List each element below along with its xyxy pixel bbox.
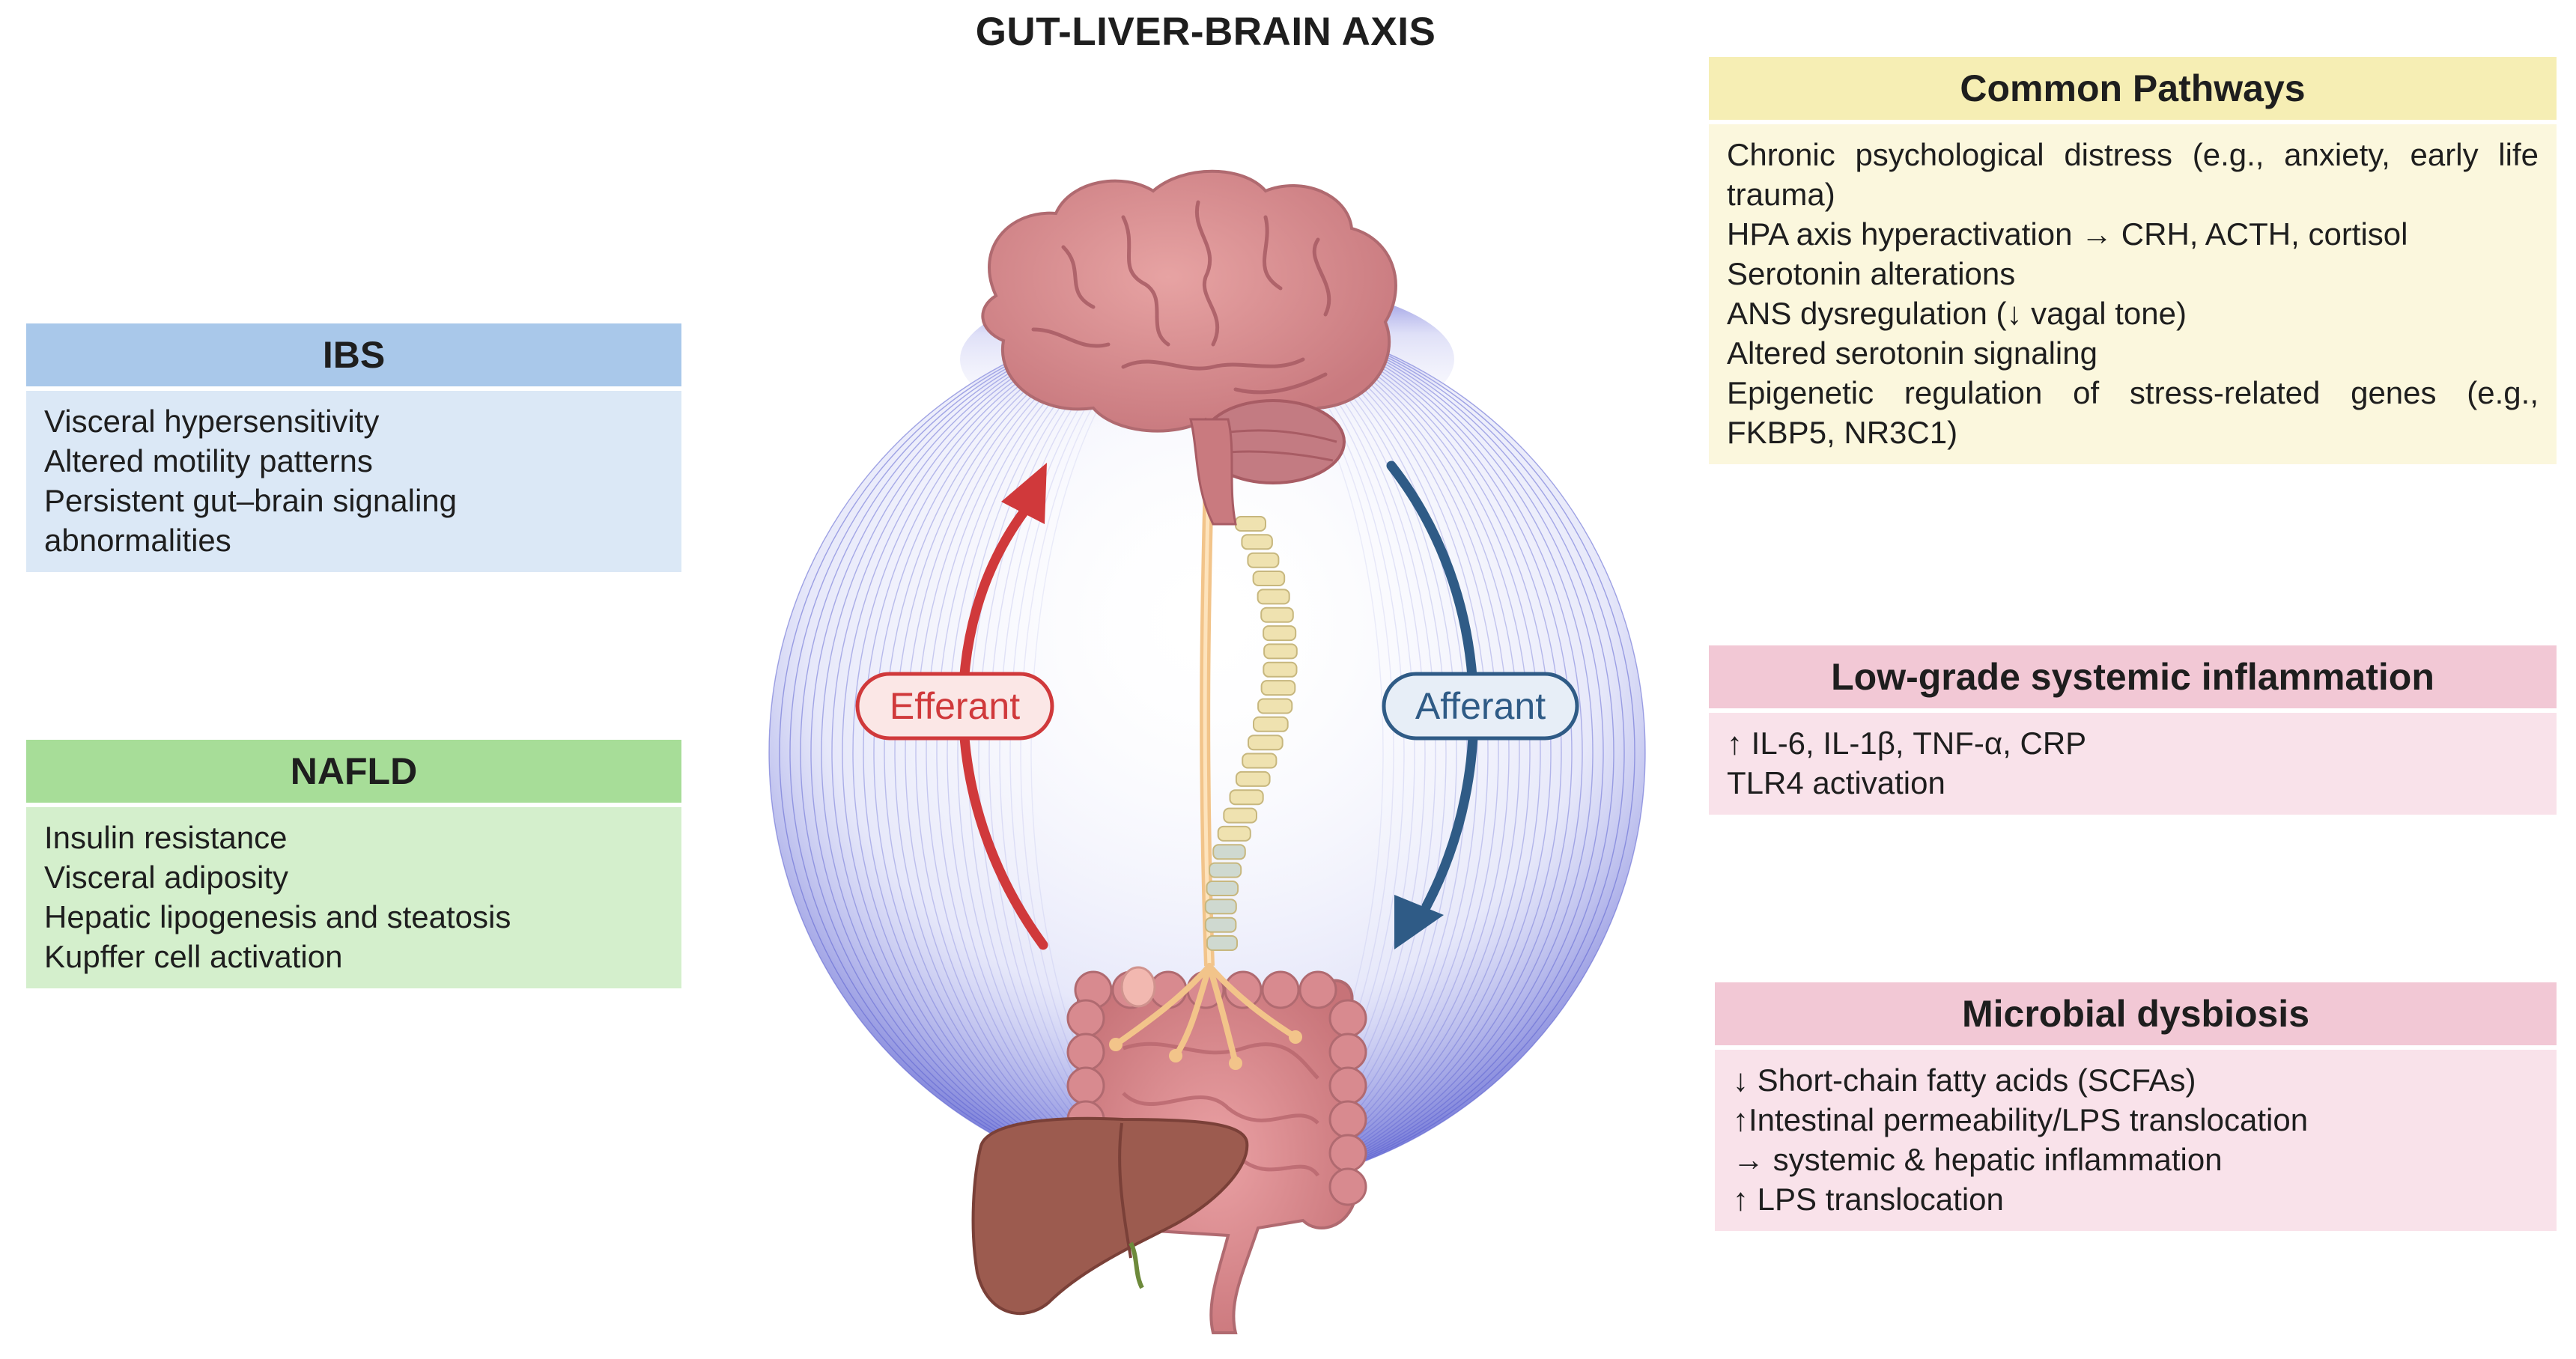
vertebra xyxy=(1204,916,1237,933)
vertebra xyxy=(1260,680,1296,696)
list-item: TLR4 activation xyxy=(1727,765,1945,800)
vertebra xyxy=(1253,716,1289,732)
list-item: Visceral adiposity xyxy=(44,860,289,895)
colon-haustra xyxy=(1066,970,1367,1206)
afferent-label-pill: Afferant xyxy=(1382,672,1579,741)
vertebra xyxy=(1263,643,1298,660)
list-item: Altered serotonin signaling xyxy=(1727,335,2097,371)
vertebra xyxy=(1263,625,1297,642)
colon-haustrum xyxy=(1066,999,1105,1038)
afferent-arrowhead xyxy=(1394,895,1444,949)
vertebra xyxy=(1204,899,1237,915)
vertebra xyxy=(1212,844,1246,860)
vertebra xyxy=(1241,534,1273,550)
colon-haustrum xyxy=(1066,1066,1105,1105)
common-pathways-title: Common Pathways xyxy=(1709,57,2557,120)
list-item: Insulin resistance xyxy=(44,820,288,855)
list-item: ↑ LPS translocation xyxy=(1733,1182,2004,1217)
list-item: Kupffer cell activation xyxy=(44,939,343,974)
ibs-panel: IBS Visceral hypersensitivity Altered mo… xyxy=(26,323,681,572)
vertebra xyxy=(1252,571,1286,586)
list-item: ↓ Short-chain fatty acids (SCFAs) xyxy=(1733,1062,2196,1098)
nafld-panel-body: Insulin resistance Visceral adiposity He… xyxy=(26,807,681,988)
nafld-panel: NAFLD Insulin resistance Visceral adipos… xyxy=(26,740,681,988)
list-item: Altered motility patterns xyxy=(44,443,373,478)
inflammation-panel-title: Low-grade systemic inflammation xyxy=(1709,645,2557,708)
colon-haustrum xyxy=(1328,1167,1367,1206)
liver-icon xyxy=(971,1116,1249,1316)
vertebra xyxy=(1229,789,1264,806)
vertebra xyxy=(1217,825,1251,842)
brain-icon xyxy=(981,169,1397,526)
vertebra xyxy=(1263,661,1298,678)
colon-haustrum xyxy=(1328,1134,1367,1173)
dysbiosis-panel: Microbial dysbiosis ↓ Short-chain fatty … xyxy=(1715,982,2557,1231)
list-item: ↑Intestinal permeability/LPS translocati… xyxy=(1733,1102,2309,1137)
nafld-panel-title: NAFLD xyxy=(26,740,681,803)
vertebra xyxy=(1260,606,1294,623)
diagram-title: GUT-LIVER-BRAIN AXIS xyxy=(975,10,1436,54)
vertebra xyxy=(1235,516,1266,532)
spine-icon xyxy=(1204,516,1298,951)
colon-haustrum xyxy=(1298,970,1337,1009)
list-item: ANS dysregulation (↓ vagal tone) xyxy=(1727,296,2187,331)
inflammation-panel-body: ↑ IL-6, IL-1β, TNF-α, CRP TLR4 activatio… xyxy=(1709,713,2557,815)
vertebra xyxy=(1223,807,1258,824)
colon-haustrum xyxy=(1066,1033,1105,1071)
vertebra xyxy=(1209,862,1242,878)
vertebra xyxy=(1206,935,1238,951)
nerve-icon xyxy=(1200,478,1215,967)
colon-haustrum xyxy=(1328,1100,1367,1139)
dysbiosis-panel-body: ↓ Short-chain fatty acids (SCFAs) ↑Intes… xyxy=(1715,1050,2557,1231)
list-item: Chronic psychological distress (e.g., an… xyxy=(1727,137,2539,212)
vertebra xyxy=(1247,552,1280,568)
efferent-arrowhead xyxy=(1001,463,1047,524)
colon-haustrum xyxy=(1261,970,1300,1009)
list-item: Hepatic lipogenesis and steatosis xyxy=(44,899,511,934)
dysbiosis-panel-title: Microbial dysbiosis xyxy=(1715,982,2557,1045)
common-pathways-body: Chronic psychological distress (e.g., an… xyxy=(1709,124,2557,464)
vertebra xyxy=(1235,770,1271,787)
colon-haustrum xyxy=(1224,970,1263,1009)
inflammation-panel: Low-grade systemic inflammation ↑ IL-6, … xyxy=(1709,645,2557,815)
list-item: Visceral hypersensitivity xyxy=(44,404,380,439)
efferent-label: Efferant xyxy=(890,685,1020,727)
afferent-label: Afferant xyxy=(1415,685,1546,727)
ibs-panel-body: Visceral hypersensitivity Altered motili… xyxy=(26,391,681,572)
vertebra xyxy=(1248,735,1284,751)
list-item: → systemic & hepatic inflammation xyxy=(1733,1142,2223,1177)
colon-haustrum xyxy=(1328,1033,1367,1071)
common-pathways-panel: Common Pathways Chronic psychological di… xyxy=(1709,57,2557,464)
vertebra xyxy=(1257,589,1290,605)
colon-haustrum xyxy=(1328,1066,1367,1105)
ibs-panel-title: IBS xyxy=(26,323,681,386)
colon-haustrum xyxy=(1328,999,1367,1038)
list-item: ↑ IL-6, IL-1β, TNF-α, CRP xyxy=(1727,726,2087,761)
list-item: Persistent gut–brain signaling abnormali… xyxy=(44,483,458,558)
vertebra xyxy=(1257,698,1293,714)
efferent-label-pill: Efferant xyxy=(855,672,1054,741)
list-item: Epigenetic regulation of stress-related … xyxy=(1727,375,2539,450)
list-item: Serotonin alterations xyxy=(1727,256,2016,291)
list-item: HPA axis hyperactivation → CRH, ACTH, co… xyxy=(1727,216,2408,252)
vertebra xyxy=(1206,881,1239,896)
vertebra xyxy=(1242,753,1278,769)
